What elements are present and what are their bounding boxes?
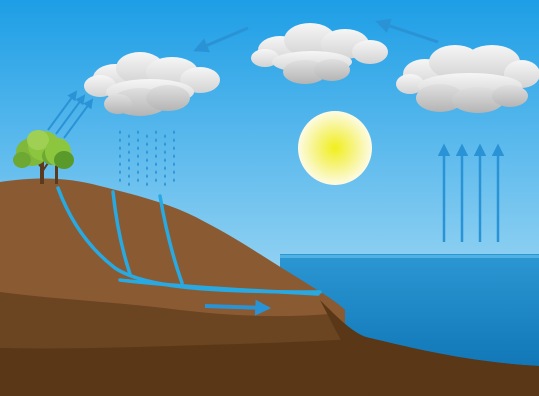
groundwater-flow-arrow — [204, 299, 272, 316]
rain-drop — [146, 166, 148, 170]
rain-drop — [119, 170, 121, 174]
rain-drop — [164, 182, 166, 186]
rain-drop — [155, 146, 157, 150]
rain-drop — [146, 158, 148, 162]
rain-drop — [128, 150, 130, 154]
rain-drop — [128, 158, 130, 162]
rain-drop — [155, 154, 157, 158]
rain-drop — [164, 142, 166, 146]
rain-drop — [137, 130, 139, 134]
rain-drop — [173, 138, 175, 142]
rain-drop — [164, 166, 166, 170]
rain-icon — [119, 130, 175, 186]
transpiration-arrow — [47, 90, 78, 131]
rain-drop — [137, 154, 139, 158]
rain-drop — [173, 130, 175, 134]
rain-drop — [137, 146, 139, 150]
wind-arrow — [375, 18, 439, 44]
wind-arrow — [193, 26, 249, 53]
rain-drop — [173, 146, 175, 150]
rain-drop — [164, 150, 166, 154]
cloud-icon — [84, 52, 220, 116]
tree-icon — [13, 138, 74, 184]
transpiration-arrows — [47, 90, 94, 139]
transpiration-arrow — [55, 94, 86, 135]
rain-drop — [128, 174, 130, 178]
cloud-icon — [251, 23, 388, 84]
rain-drop — [137, 162, 139, 166]
rain-drop — [164, 174, 166, 178]
rain-drop — [137, 170, 139, 174]
rain-drop — [137, 138, 139, 142]
rain-drop — [155, 162, 157, 166]
stream-line — [158, 194, 184, 285]
rain-drop — [173, 170, 175, 174]
rain-drop — [119, 130, 121, 134]
streams — [56, 186, 322, 296]
rain-drop — [146, 174, 148, 178]
stream-line — [118, 278, 320, 296]
rain-drop — [155, 138, 157, 142]
rain-drop — [173, 162, 175, 166]
evaporation-arrows — [437, 143, 505, 242]
rain-drop — [119, 178, 121, 182]
rain-drop — [128, 182, 130, 186]
rain-drop — [128, 142, 130, 146]
stream-line — [111, 190, 132, 276]
rain-drop — [146, 134, 148, 138]
rain-drop — [119, 138, 121, 142]
rain-drop — [119, 162, 121, 166]
cloud-icon — [396, 45, 539, 113]
rain-drop — [155, 170, 157, 174]
rain-drop — [119, 146, 121, 150]
rain-drop — [146, 142, 148, 146]
rain-drop — [128, 134, 130, 138]
rain-drop — [155, 178, 157, 182]
rain-drop — [173, 178, 175, 182]
rain-drop — [173, 154, 175, 158]
rain-drop — [137, 178, 139, 182]
seabed-slope — [320, 300, 539, 396]
rain-drop — [119, 154, 121, 158]
trees — [13, 130, 74, 184]
rain-drop — [164, 134, 166, 138]
rain-drop — [164, 158, 166, 162]
rain-drop — [146, 150, 148, 154]
sea-surface-highlight — [280, 255, 539, 258]
rain-drop — [128, 166, 130, 170]
transpiration-arrow — [63, 98, 94, 139]
rain-drop — [155, 130, 157, 134]
sun-icon — [298, 111, 372, 185]
rain-drop — [146, 182, 148, 186]
